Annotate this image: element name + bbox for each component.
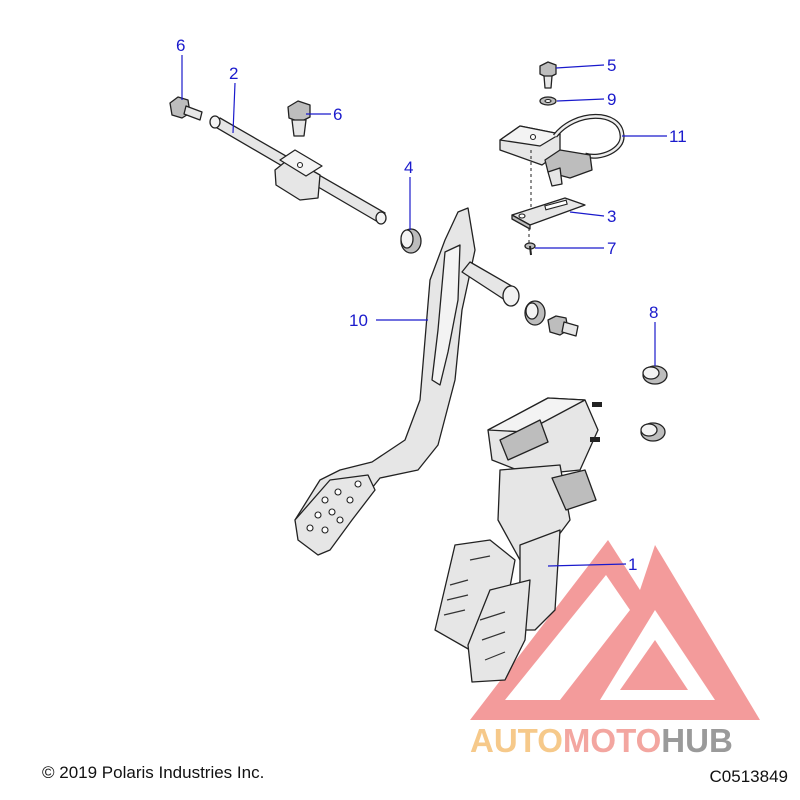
grommets-part-8	[640, 365, 668, 442]
bolt-part-5	[539, 61, 557, 89]
bracket-part-3	[511, 197, 586, 230]
leader-lines	[181, 55, 667, 567]
callout-7: 7	[607, 239, 616, 258]
callout-9: 9	[607, 90, 616, 109]
screw-part-7	[524, 242, 536, 256]
callout-6-left: 6	[176, 36, 185, 55]
callout-6-right: 6	[333, 105, 342, 124]
throttle-pedal-part-1	[434, 397, 602, 683]
brake-pedal-part-10	[294, 207, 520, 556]
callout-5: 5	[607, 56, 616, 75]
callout-1: 1	[628, 555, 637, 574]
watermark-logo	[470, 540, 760, 720]
watermark-auto: AUTO	[470, 722, 563, 759]
watermark-text: AUTOMOTOHUB	[470, 722, 733, 760]
drawing-code: C0513849	[709, 767, 788, 786]
callout-2: 2	[229, 64, 238, 83]
washer-bolt-pedal	[524, 300, 579, 337]
callout-8: 8	[649, 303, 658, 322]
washer-part-9	[539, 96, 557, 106]
watermark-moto: MOTO	[562, 722, 662, 759]
copyright-text: © 2019 Polaris Industries Inc.	[42, 763, 265, 782]
bushing-part-4	[400, 228, 422, 254]
callout-4: 4	[404, 158, 413, 177]
callout-3: 3	[607, 207, 616, 226]
callout-11: 11	[669, 127, 687, 146]
bolt-part-6-right	[287, 100, 311, 137]
switch-harness-part-11	[499, 113, 625, 243]
watermark-hub: HUB	[661, 722, 733, 759]
bolt-part-6-left	[169, 96, 203, 121]
shaft-part-2	[209, 115, 387, 225]
callout-10: 10	[349, 311, 368, 330]
